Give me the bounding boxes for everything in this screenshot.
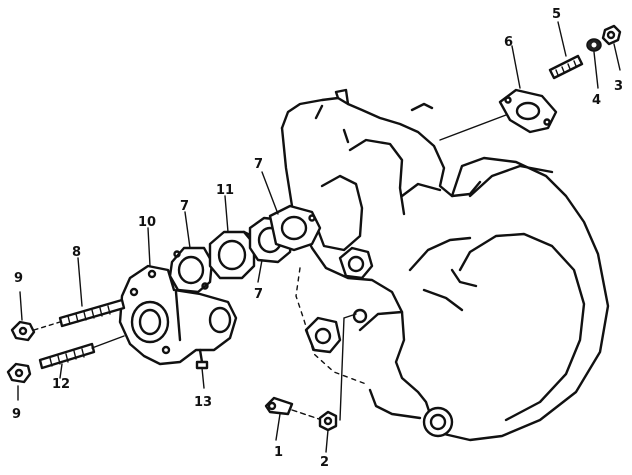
callout-13: 13 [194,395,212,410]
callout-2: 2 [320,455,329,470]
callout-3: 3 [614,79,623,94]
callout-5: 5 [552,7,561,22]
callout-6: 6 [504,35,513,50]
engine-block [280,88,610,442]
short-stud-part-12 [6,335,125,401]
callout-1: 1 [274,445,283,460]
callout-4: 4 [592,93,601,108]
callout-7-left: 7 [180,199,189,214]
callout-11: 11 [216,183,234,198]
stud-washer-nut-group [548,21,622,89]
intake-manifold-part-10 [118,227,238,389]
long-stud-part-8 [10,257,126,342]
callout-7-upper: 7 [254,157,263,172]
callout-9-lower: 9 [12,407,21,422]
callout-8: 8 [72,245,81,260]
callout-10: 10 [138,215,156,230]
callout-7-lower: 7 [254,287,263,302]
intake-gaskets-and-spacer [168,171,322,294]
fitting-and-nut-parts-1-2 [264,313,357,453]
callout-12: 12 [52,377,70,392]
callout-9-upper: 9 [14,271,23,286]
flange-gasket-part-6 [439,45,558,141]
callout-labels: 1 2 3 4 5 6 7 7 7 8 9 9 10 11 12 13 [12,7,623,470]
